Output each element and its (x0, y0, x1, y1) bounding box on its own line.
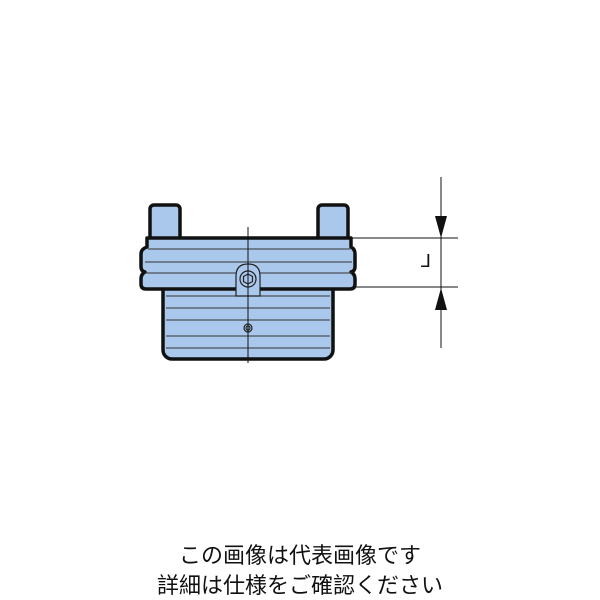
dimension-lines (352, 177, 458, 348)
arrow-up-icon (435, 288, 447, 310)
arrow-down-icon (435, 216, 447, 238)
caption-line-1: この画像は代表画像です (178, 544, 421, 569)
caption-line-2: 詳細は仕様をご確認ください (156, 574, 443, 599)
dimension-label: L (421, 251, 431, 272)
